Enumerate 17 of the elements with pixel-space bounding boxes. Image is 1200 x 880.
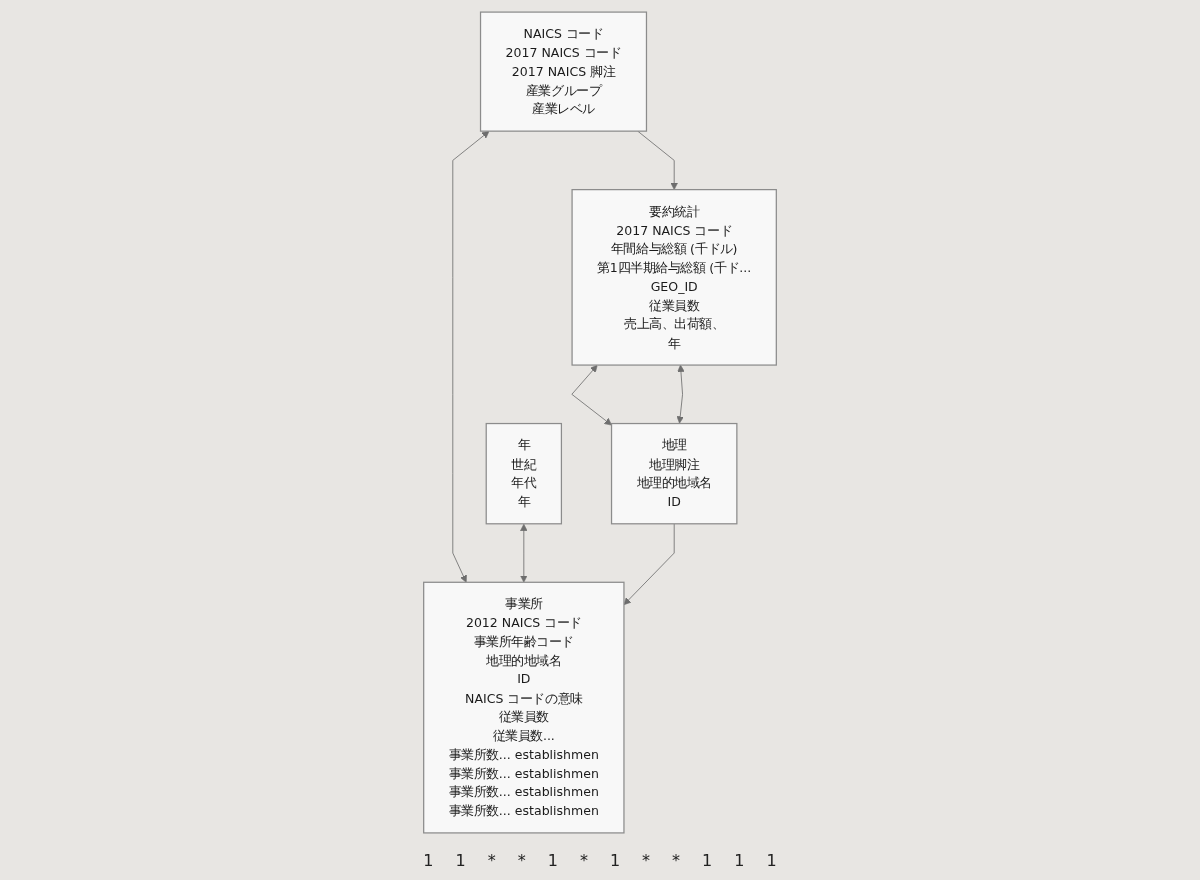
cardinality-label: * bbox=[579, 851, 588, 870]
cardinality-label: 1 bbox=[766, 851, 777, 870]
node-box: 年 世紀 年代 年 bbox=[485, 422, 563, 525]
node-box: 地理 地理脚注 地理的地域名 ID bbox=[610, 422, 738, 525]
cardinality-label: 1 bbox=[609, 851, 621, 870]
cardinality-label: * bbox=[487, 851, 496, 870]
cardinality-label: * bbox=[642, 851, 651, 870]
cardinality-label: 1 bbox=[734, 851, 745, 870]
cardinality-label: * bbox=[672, 851, 681, 870]
cardinality-label: 1 bbox=[547, 851, 558, 870]
cardinality-label: * bbox=[517, 851, 526, 870]
cardinality-label: 1 bbox=[702, 851, 713, 870]
node-box: 事業所 2012 NAICS コード 事業所年齢コード 地理的地域名 ID NAICS コードの意味 従業員数 従業員数... 事業所数... establishmen 事業所数... establishmen 事業所数... establishmen 事業所数... establishmen bbox=[423, 581, 625, 834]
cardinality-label: 1 bbox=[423, 851, 434, 870]
cardinality-label: 1 bbox=[455, 851, 466, 870]
node-box: 要約統計 2017 NAICS コード 年間給与総額 (千ドル) 第1四半期給与総額 (千ド... GEO_ID 従業員数 売上高、出荷額、 年 bbox=[571, 189, 777, 366]
node-box: NAICS コード 2017 NAICS コード 2017 NAICS 脚注 産業グループ 産業レベル bbox=[479, 11, 648, 132]
